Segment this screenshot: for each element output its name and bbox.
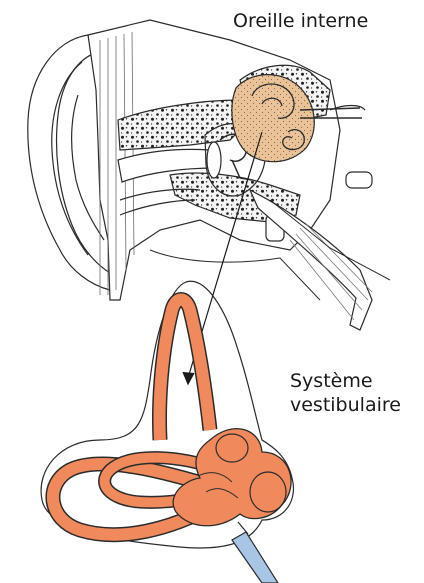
nerve-connector	[238, 522, 248, 534]
ampulla-top	[216, 434, 248, 462]
lower-jaw-line	[150, 250, 320, 300]
vessel-cylinder-right	[346, 172, 372, 188]
vestibular-nerve	[232, 532, 278, 583]
eardrum	[207, 142, 221, 178]
ear-cross-section	[28, 20, 390, 330]
inner-ear-label: Oreille interne	[233, 10, 368, 34]
saccule	[250, 472, 286, 512]
vestibular-system-label: Système vestibulaire	[290, 370, 401, 418]
vestibular-label-line2: vestibulaire	[290, 394, 401, 418]
vestibular-label-line1: Système	[290, 370, 401, 394]
vestibular-system	[41, 281, 293, 583]
